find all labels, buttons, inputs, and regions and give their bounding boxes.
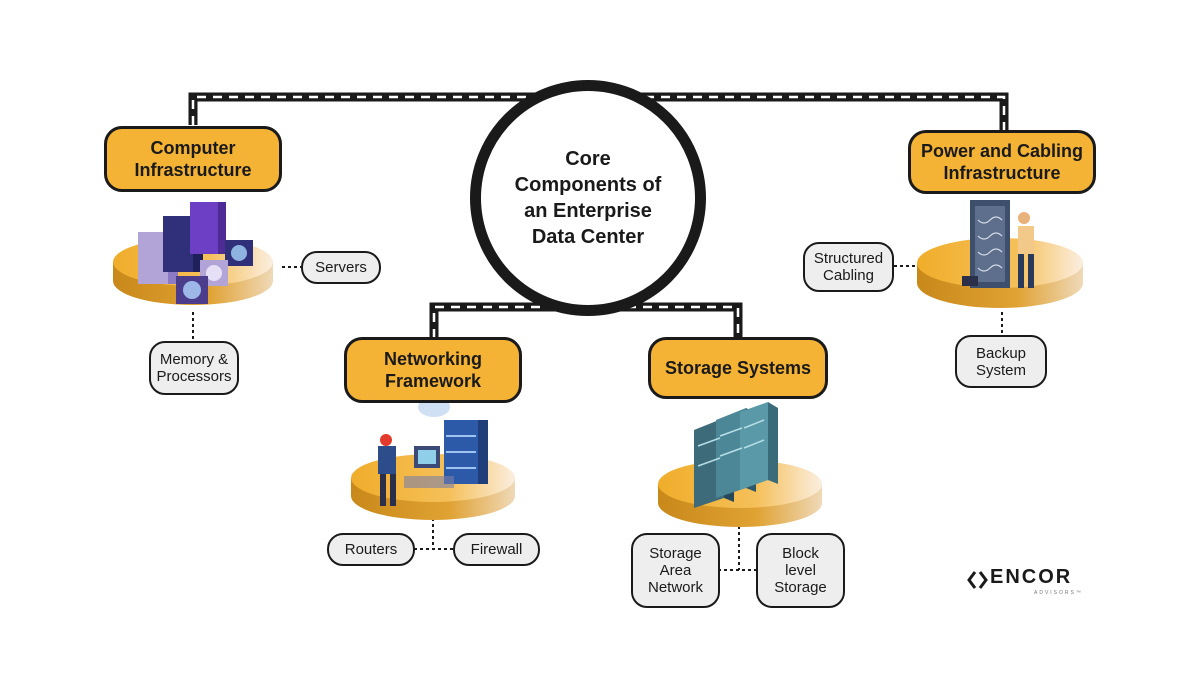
logo-name: ENCOR — [990, 566, 1073, 588]
category-computer-infrastructure: Computer Infrastructure — [104, 126, 282, 192]
item-firewall: Firewall — [453, 533, 540, 566]
storage-rack-icon — [694, 402, 778, 508]
item-structured-cabling: Structured Cabling — [803, 242, 894, 292]
category-storage-systems: Storage Systems — [648, 337, 828, 399]
logo-subtitle: ADVISORS™ — [1034, 590, 1083, 596]
center-title: Core Components of an Enterprise Data Ce… — [470, 80, 706, 316]
item-servers: Servers — [301, 251, 381, 284]
encor-logo: ENCOR ADVISORS™ — [964, 566, 1104, 602]
item-backup-system: Backup System — [955, 335, 1047, 388]
item-memory-processors: Memory & Processors — [149, 341, 239, 395]
encor-logo-icon — [967, 571, 988, 589]
item-block-level-storage: Block level Storage — [756, 533, 845, 608]
category-power-and-cabling: Power and Cabling Infrastructure — [908, 130, 1096, 194]
cabling-technician-icon — [962, 200, 1034, 288]
category-networking-framework: Networking Framework — [344, 337, 522, 403]
item-routers: Routers — [327, 533, 415, 566]
network-engineer-icon — [378, 397, 488, 506]
server-cluster-icon — [138, 202, 253, 304]
item-storage-area-network: Storage Area Network — [631, 533, 720, 608]
